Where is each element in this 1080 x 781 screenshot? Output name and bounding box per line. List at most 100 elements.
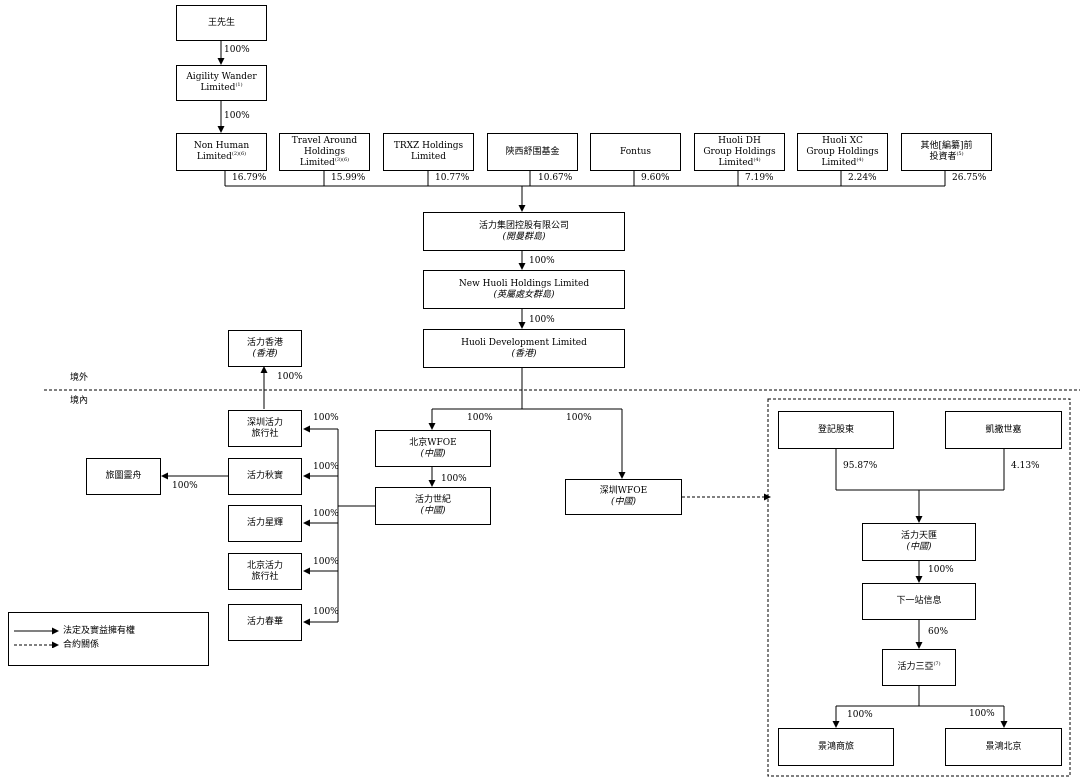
huoli-development-box[interactable]: Huoli Development Limited (香港) <box>423 329 625 368</box>
dev-jurisdiction: (香港) <box>511 348 537 359</box>
huoli-sanya-box[interactable]: 活力三亞(7) <box>882 649 956 686</box>
shareholder-trxz[interactable]: TRXZ Holdings Limited <box>383 133 474 171</box>
subsidiary-shenzhen-travel[interactable]: 深圳活力 旅行社 <box>228 410 302 447</box>
shareholder-line3: Limited <box>821 157 857 168</box>
legend-arrows <box>14 627 59 648</box>
pct-xiayizhan-sanya: 60% <box>928 627 949 637</box>
shareholder-line1: Huoli DH <box>718 135 761 146</box>
shareholder-line2: Holdings Limited <box>299 146 345 168</box>
shareholder-other-investors[interactable]: 其他[編纂]前 投資者(5) <box>901 133 992 171</box>
pct-dev-beijing-wfoe: 100% <box>467 413 493 423</box>
pct-jh-beijing: 100% <box>969 709 995 719</box>
new-huoli-box[interactable]: New Huoli Holdings Limited (英屬處女群島) <box>423 270 625 309</box>
subsidiary-line1: 活力春華 <box>246 617 283 627</box>
company-box[interactable]: 活力集团控股有限公司 (開曼群島) <box>423 212 625 251</box>
mr-wang-box[interactable]: 王先生 <box>176 5 267 41</box>
pct-shareholder: 15.99% <box>331 173 366 183</box>
shanglv-name: 景鴻商旅 <box>817 741 854 752</box>
jinghong-shanglv-box[interactable]: 景鴻商旅 <box>778 728 894 766</box>
kaisa-name: 凱撒世嘉 <box>985 424 1022 435</box>
shareholder-line2: Group Holdings <box>703 146 776 157</box>
sanya-name: 活力三亞 <box>897 662 934 672</box>
shareholder-huoli-dh[interactable]: Huoli DH Group Holdings Limited(4) <box>694 133 785 171</box>
company-jurisdiction: (開曼群島) <box>502 231 546 242</box>
agility-line2: Limited <box>200 83 236 93</box>
legend-solid-label: 法定及實益擁有權 <box>63 626 136 636</box>
pct-hk: 100% <box>277 372 303 382</box>
subsidiary-xinghui[interactable]: 活力星輝 <box>228 505 302 542</box>
shiji-jurisdiction: (中國) <box>420 506 446 516</box>
pct-tianhui-xiayizhan: 100% <box>928 565 954 575</box>
shareholder-note: (2)(6) <box>231 151 247 157</box>
pct-shareholder: 26.75% <box>952 173 987 183</box>
shareholder-line1: Non Human <box>193 141 250 151</box>
huoli-hk-box[interactable]: 活力香港 (香港) <box>228 330 302 367</box>
shenzhen-wfoe-box[interactable]: 深圳WFOE (中國) <box>565 479 682 515</box>
shareholder-note: (4) <box>753 156 761 163</box>
pct-shareholder: 10.77% <box>435 173 470 183</box>
pct-registered: 95.87% <box>843 461 878 471</box>
dev-name: Huoli Development Limited <box>461 337 587 348</box>
agility-wander-box[interactable]: Aigility Wander Limited(1) <box>176 65 267 101</box>
pct-shareholder: 2.24% <box>848 173 877 183</box>
subsidiary-beijing-travel[interactable]: 北京活力 旅行社 <box>228 553 302 590</box>
pct-shareholder: 9.60% <box>641 173 670 183</box>
tianhui-name: 活力天匯 <box>900 531 937 541</box>
hk-name: 活力香港 <box>246 337 283 348</box>
shareholder-line1: 陝西舒围基金 <box>505 146 560 157</box>
shenzhen-wfoe-jurisdiction: (中國) <box>610 497 637 507</box>
shareholder-line1: 其他[編纂]前 <box>920 141 973 151</box>
legend: 法定及實益擁有權 合約關係 <box>8 612 209 666</box>
sanya-note: (7) <box>933 661 941 667</box>
onshore-label: 境內 <box>70 396 89 406</box>
agility-note: (1) <box>235 82 243 88</box>
shareholder-travel-around[interactable]: Travel Around Holdings Limited(3)(6) <box>279 133 370 171</box>
pct-subsidiary: 100% <box>313 607 339 617</box>
shareholder-line2: Limited <box>411 152 446 162</box>
subsidiary-chunhua[interactable]: 活力春華 <box>228 604 302 641</box>
pct-subsidiary: 100% <box>313 462 339 472</box>
registered-name: 登記股東 <box>817 424 854 435</box>
shiji-name: 活力世紀 <box>414 495 451 505</box>
subsidiary-qiushi[interactable]: 活力秋實 <box>228 458 302 495</box>
pct-subsidiary: 100% <box>313 557 339 567</box>
shareholder-huoli-xc[interactable]: Huoli XC Group Holdings Limited(4) <box>797 133 888 171</box>
shareholder-line2: Group Holdings <box>806 146 879 157</box>
shareholder-line1: Travel Around <box>291 135 358 146</box>
shareholder-note: (3)(6) <box>334 156 350 163</box>
huoli-shiji-box[interactable]: 活力世紀 (中國) <box>375 487 491 525</box>
jinghong-beijing-box[interactable]: 景鴻北京 <box>945 728 1062 766</box>
pct-lvtu: 100% <box>172 481 198 491</box>
pct-kaisa: 4.13% <box>1011 461 1040 471</box>
shareholder-shaanxi-fund[interactable]: 陝西舒围基金 <box>487 133 578 171</box>
shareholder-line1: TRXZ Holdings <box>393 141 464 151</box>
beijing-wfoe-name: 北京WFOE <box>409 437 457 448</box>
huoli-tianhui-box[interactable]: 活力天匯 (中國) <box>862 523 976 561</box>
subsidiary-line1: 深圳活力 <box>246 417 283 428</box>
pct-company-newhuoli: 100% <box>529 256 555 266</box>
lvtu-lingzhou-box[interactable]: 旅圖靈舟 <box>86 458 161 495</box>
subsidiary-line1: 北京活力 <box>246 560 283 571</box>
pct-shareholder: 16.79% <box>232 173 267 183</box>
tianhui-jurisdiction: (中國) <box>906 542 932 552</box>
pct-subsidiary: 100% <box>313 509 339 519</box>
jh-beijing-name: 景鴻北京 <box>985 741 1022 752</box>
beijing-wfoe-box[interactable]: 北京WFOE (中國) <box>375 430 491 467</box>
xiayizhan-name: 下一站信息 <box>896 596 942 606</box>
shareholder-line2: 投資者 <box>929 152 957 162</box>
registered-shareholders-box[interactable]: 登記股東 <box>778 411 894 449</box>
shareholder-line3: Limited <box>718 157 754 168</box>
shareholder-fontus[interactable]: Fontus <box>590 133 681 171</box>
xiayizhan-box[interactable]: 下一站信息 <box>862 583 976 620</box>
kaisa-shijia-box[interactable]: 凱撒世嘉 <box>945 411 1062 449</box>
new-huoli-jurisdiction: (英屬處女群島) <box>493 289 555 300</box>
hk-jurisdiction: (香港) <box>252 348 278 359</box>
shareholder-note: (5) <box>956 151 964 157</box>
shareholder-line2: Limited <box>196 152 232 162</box>
shareholder-non-human[interactable]: Non Human Limited(2)(6) <box>176 133 267 171</box>
pct-shareholder: 7.19% <box>745 173 774 183</box>
shenzhen-wfoe-name: 深圳WFOE <box>599 486 648 496</box>
company-name: 活力集团控股有限公司 <box>478 220 569 231</box>
agility-line1: Aigility Wander <box>186 72 257 82</box>
